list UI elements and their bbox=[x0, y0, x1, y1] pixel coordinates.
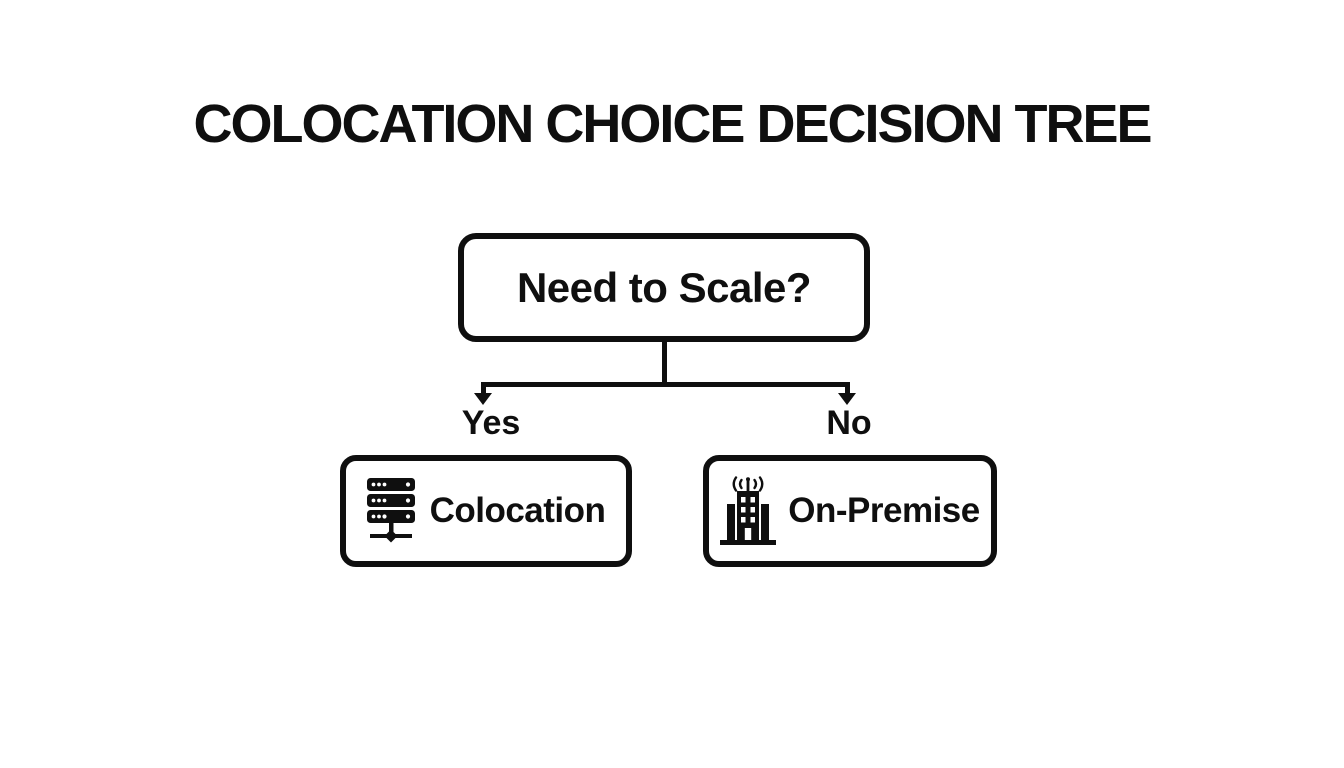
arrow-down-no-icon bbox=[838, 393, 856, 405]
page-title: COLOCATION CHOICE DECISION TREE bbox=[193, 94, 1152, 154]
building-antenna-icon bbox=[720, 476, 777, 545]
branch-label-yes: Yes bbox=[461, 404, 521, 442]
server-rack-icon bbox=[366, 478, 415, 543]
connector-no-drop bbox=[845, 382, 850, 395]
outcome-node-onpremise: On-Premise bbox=[703, 455, 997, 567]
connector-stem bbox=[662, 340, 667, 385]
outcome-node-colocation: Colocation bbox=[340, 455, 632, 567]
decision-node-label: Need to Scale? bbox=[516, 263, 812, 311]
decision-node: Need to Scale? bbox=[458, 233, 870, 342]
outcome-label-onpremise: On-Premise bbox=[788, 491, 980, 530]
arrow-down-yes-icon bbox=[474, 393, 492, 405]
branch-label-no: No bbox=[826, 404, 872, 442]
connector-yes-drop bbox=[481, 382, 486, 395]
outcome-label-colocation: Colocation bbox=[429, 491, 606, 530]
connector-horizontal bbox=[481, 382, 850, 387]
